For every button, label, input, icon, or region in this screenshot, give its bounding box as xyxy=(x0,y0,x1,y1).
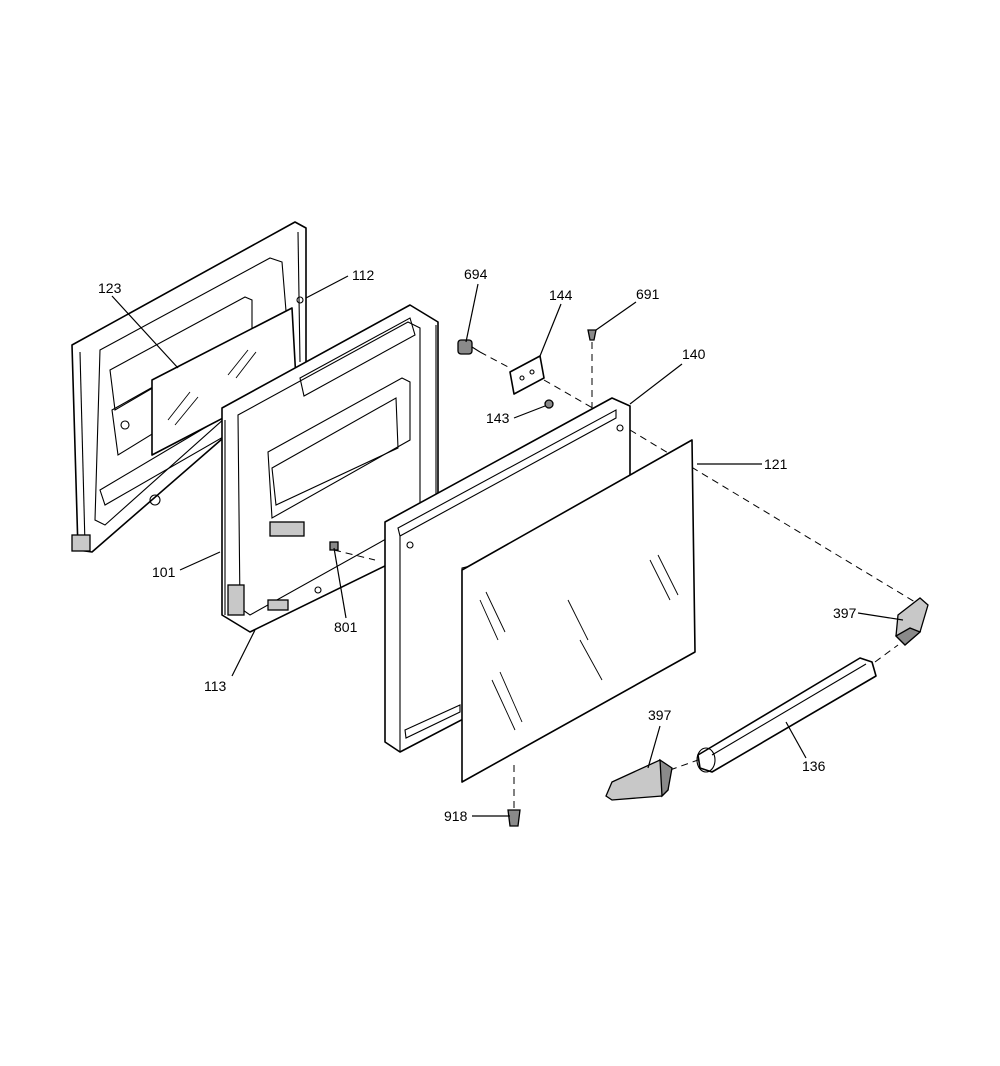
callout-918: 918 xyxy=(444,808,468,824)
handle-end-cap-left xyxy=(605,758,673,801)
leader-lines xyxy=(111,275,904,817)
callout-801: 801 xyxy=(334,619,358,635)
screw-694 xyxy=(457,339,511,369)
outer-window-glass xyxy=(461,439,696,783)
clip-143 xyxy=(544,399,554,409)
callout-123: 123 xyxy=(98,280,122,296)
handle-end-cap-right xyxy=(894,597,929,646)
callout-140: 140 xyxy=(682,346,706,362)
callout-labels: 112 123 101 113 801 694 144 691 140 143 … xyxy=(98,266,857,824)
screw-918 xyxy=(507,765,521,827)
handle-tube xyxy=(669,644,899,773)
callout-101: 101 xyxy=(152,564,176,580)
callout-113: 113 xyxy=(204,678,227,694)
callout-691: 691 xyxy=(636,286,660,302)
callout-121: 121 xyxy=(764,456,788,472)
callout-397-left: 397 xyxy=(648,707,672,723)
callout-144: 144 xyxy=(549,287,573,303)
callout-397-right: 397 xyxy=(833,605,857,621)
screw-691 xyxy=(587,329,597,410)
callout-694: 694 xyxy=(464,266,488,282)
callout-143: 143 xyxy=(486,410,510,426)
callout-112: 112 xyxy=(352,267,375,283)
callout-136: 136 xyxy=(802,758,826,774)
